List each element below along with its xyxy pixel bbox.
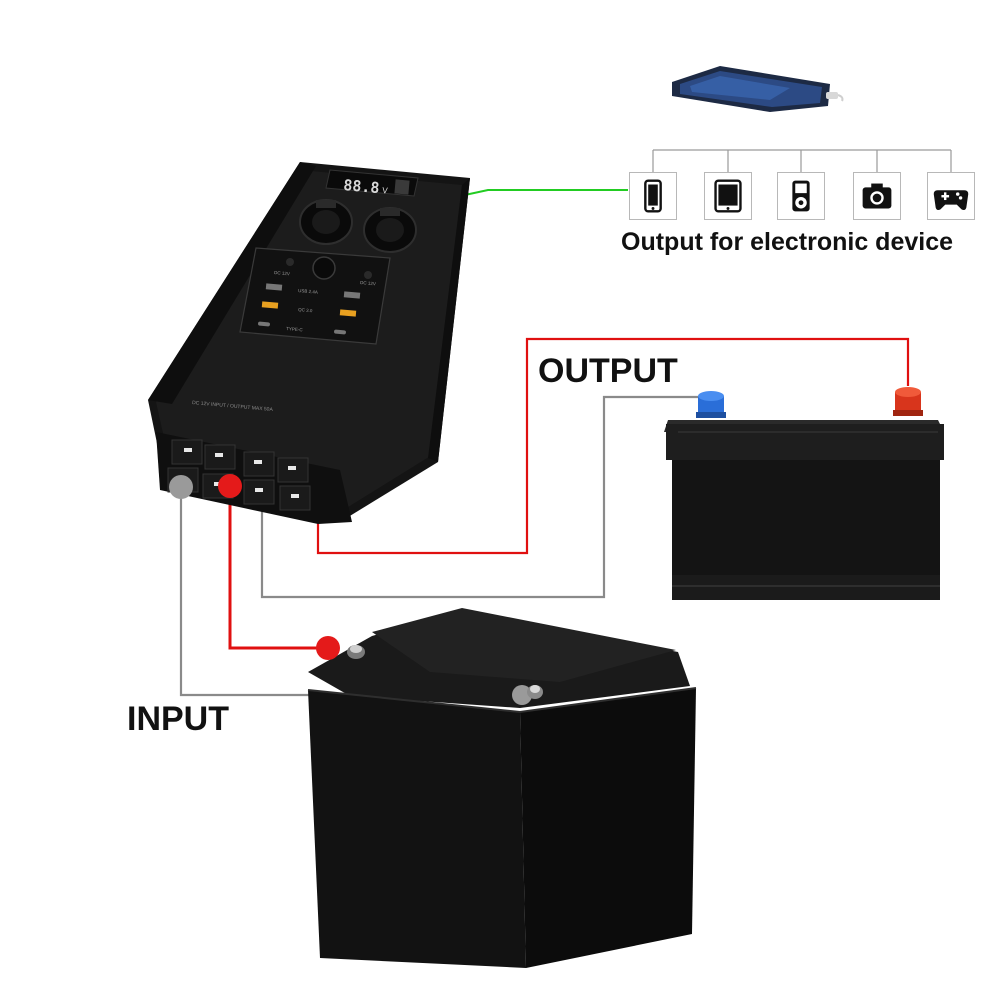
display-unit: V [382, 186, 389, 195]
typec-label: TYPE-C [286, 326, 304, 332]
agm-battery [307, 608, 697, 968]
power-station: 88.8 V DC 12V DC 12V USB 2.4A QC 3.0 [148, 162, 470, 524]
car-battery-positive-terminal [893, 387, 923, 416]
smartphone-photo [672, 66, 844, 112]
agm-negative-terminal [512, 685, 532, 705]
power-button [312, 256, 336, 280]
input-negative-terminal [169, 475, 193, 499]
dc-left-label: DC 12V [274, 270, 290, 276]
usb-label: USB 2.4A [298, 288, 318, 295]
cigarette-socket-left [299, 199, 353, 245]
device-tree-lines [652, 149, 952, 172]
output-label: OUTPUT [538, 352, 678, 390]
dc-right-label: DC 12V [360, 280, 376, 286]
tablet-icon [704, 172, 752, 220]
input-positive-terminal [218, 474, 242, 498]
device-output-label: Output for electronic device [621, 228, 954, 256]
gamepad-icon [927, 172, 975, 220]
music-player-icon [777, 172, 825, 220]
input-positive-wire [228, 485, 328, 650]
output-positive-wire [316, 337, 910, 555]
display-readout: 88.8 [343, 176, 381, 197]
cigarette-socket-right [363, 207, 417, 253]
camera-icon [853, 172, 901, 220]
agm-positive-terminal [316, 636, 340, 660]
car-battery [664, 387, 944, 600]
output-negative-wire [260, 395, 700, 599]
input-label: INPUT [127, 700, 229, 738]
qc-label: QC 3.0 [298, 307, 313, 313]
smartphone-icon [629, 172, 677, 220]
car-battery-negative-terminal [696, 391, 726, 418]
